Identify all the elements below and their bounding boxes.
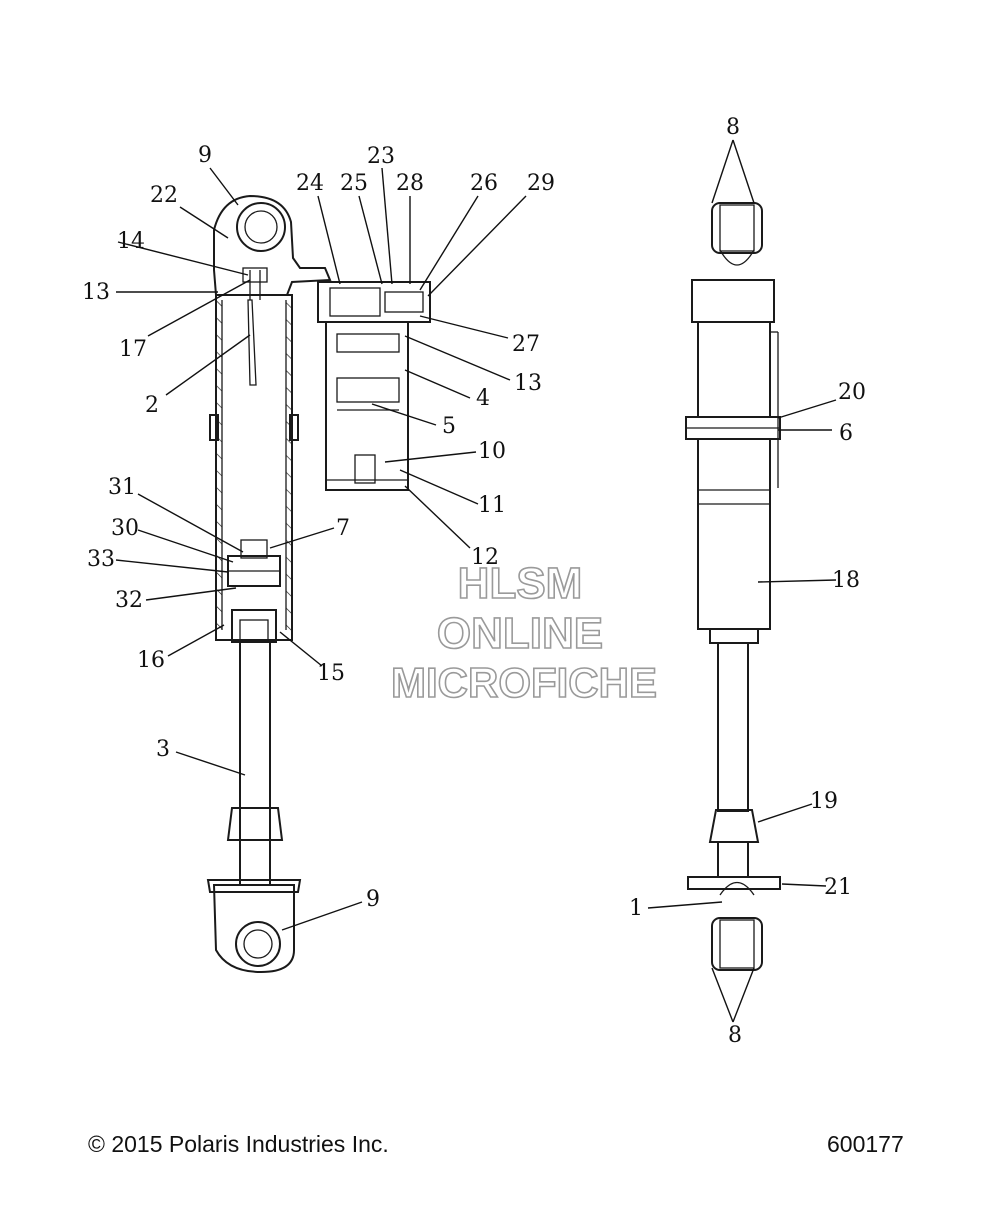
callout-13-left: 13 (82, 280, 110, 305)
callout-10: 10 (478, 439, 506, 464)
external-spring-seat (687, 876, 781, 890)
callout-16: 16 (137, 648, 165, 673)
top-body (691, 279, 775, 323)
callout-24: 24 (296, 171, 324, 196)
bumper (226, 807, 284, 841)
callout-5: 5 (442, 414, 456, 439)
callout-17: 17 (119, 337, 147, 362)
callout-31: 31 (108, 475, 136, 500)
callout-18: 18 (832, 568, 860, 593)
reservoir-body (325, 321, 409, 491)
callout-22: 22 (150, 183, 178, 208)
callout-14: 14 (117, 229, 145, 254)
watermark-line-3: MICROFICHE (391, 659, 657, 706)
sectioned-shock-view (206, 194, 332, 974)
callout-29: 29 (527, 171, 555, 196)
bleed-screw (242, 267, 268, 283)
callout-13-right: 13 (514, 371, 542, 396)
callout-33: 33 (87, 547, 115, 572)
callout-27: 27 (512, 332, 540, 357)
figure-number: 600177 (827, 1131, 904, 1157)
bottom-eyelet-body (212, 884, 295, 974)
seal-head (231, 609, 277, 643)
external-shaft (717, 642, 749, 812)
callout-8-bottom: 8 (728, 1023, 742, 1048)
callout-4: 4 (476, 386, 490, 411)
callout-8-top: 8 (726, 115, 740, 140)
external-shock-view (685, 202, 781, 971)
top-eyelet-bushing (236, 202, 286, 252)
ifp-piston (336, 377, 400, 403)
copyright-text: © 2015 Polaris Industries Inc. (88, 1131, 389, 1157)
shaft (239, 639, 271, 886)
callout-15: 15 (317, 661, 345, 686)
callout-1: 1 (629, 896, 643, 921)
leader-lines (115, 139, 837, 1023)
callout-28: 28 (396, 171, 424, 196)
watermark: HLSM ONLINE MICROFICHE (390, 558, 658, 707)
callout-2: 2 (145, 393, 159, 418)
callout-12: 12 (471, 545, 499, 570)
callout-32: 32 (115, 588, 143, 613)
bottom-clevis (711, 917, 763, 971)
callout-3: 3 (156, 737, 170, 762)
external-bumper (708, 809, 760, 843)
callout-labels: 9 22 14 13 17 2 24 25 23 28 26 29 27 13 … (82, 115, 866, 1048)
reservoir-cap (354, 454, 376, 484)
callout-21: 21 (824, 875, 852, 900)
shock-body (697, 438, 771, 630)
callout-11: 11 (478, 493, 506, 518)
reservoir-assembly (317, 281, 431, 491)
callout-20: 20 (838, 380, 866, 405)
callout-19: 19 (810, 789, 838, 814)
watermark-line-2: ONLINE (437, 609, 603, 658)
callout-30: 30 (111, 516, 139, 541)
callout-26: 26 (470, 171, 498, 196)
callout-25: 25 (340, 171, 368, 196)
top-clevis (711, 202, 763, 254)
bottom-eyelet-bushing (235, 921, 281, 967)
callout-7: 7 (336, 516, 350, 541)
top-eyelet-body (213, 194, 332, 296)
spring-cylinder-upper (697, 321, 771, 418)
spring-seat (206, 879, 302, 893)
watermark-line-1: HLSM (458, 559, 583, 608)
callout-9-top: 9 (198, 143, 212, 168)
callout-23: 23 (367, 144, 395, 169)
callout-6: 6 (839, 421, 853, 446)
callout-9-bottom: 9 (366, 887, 380, 912)
metering-rod (247, 299, 257, 386)
